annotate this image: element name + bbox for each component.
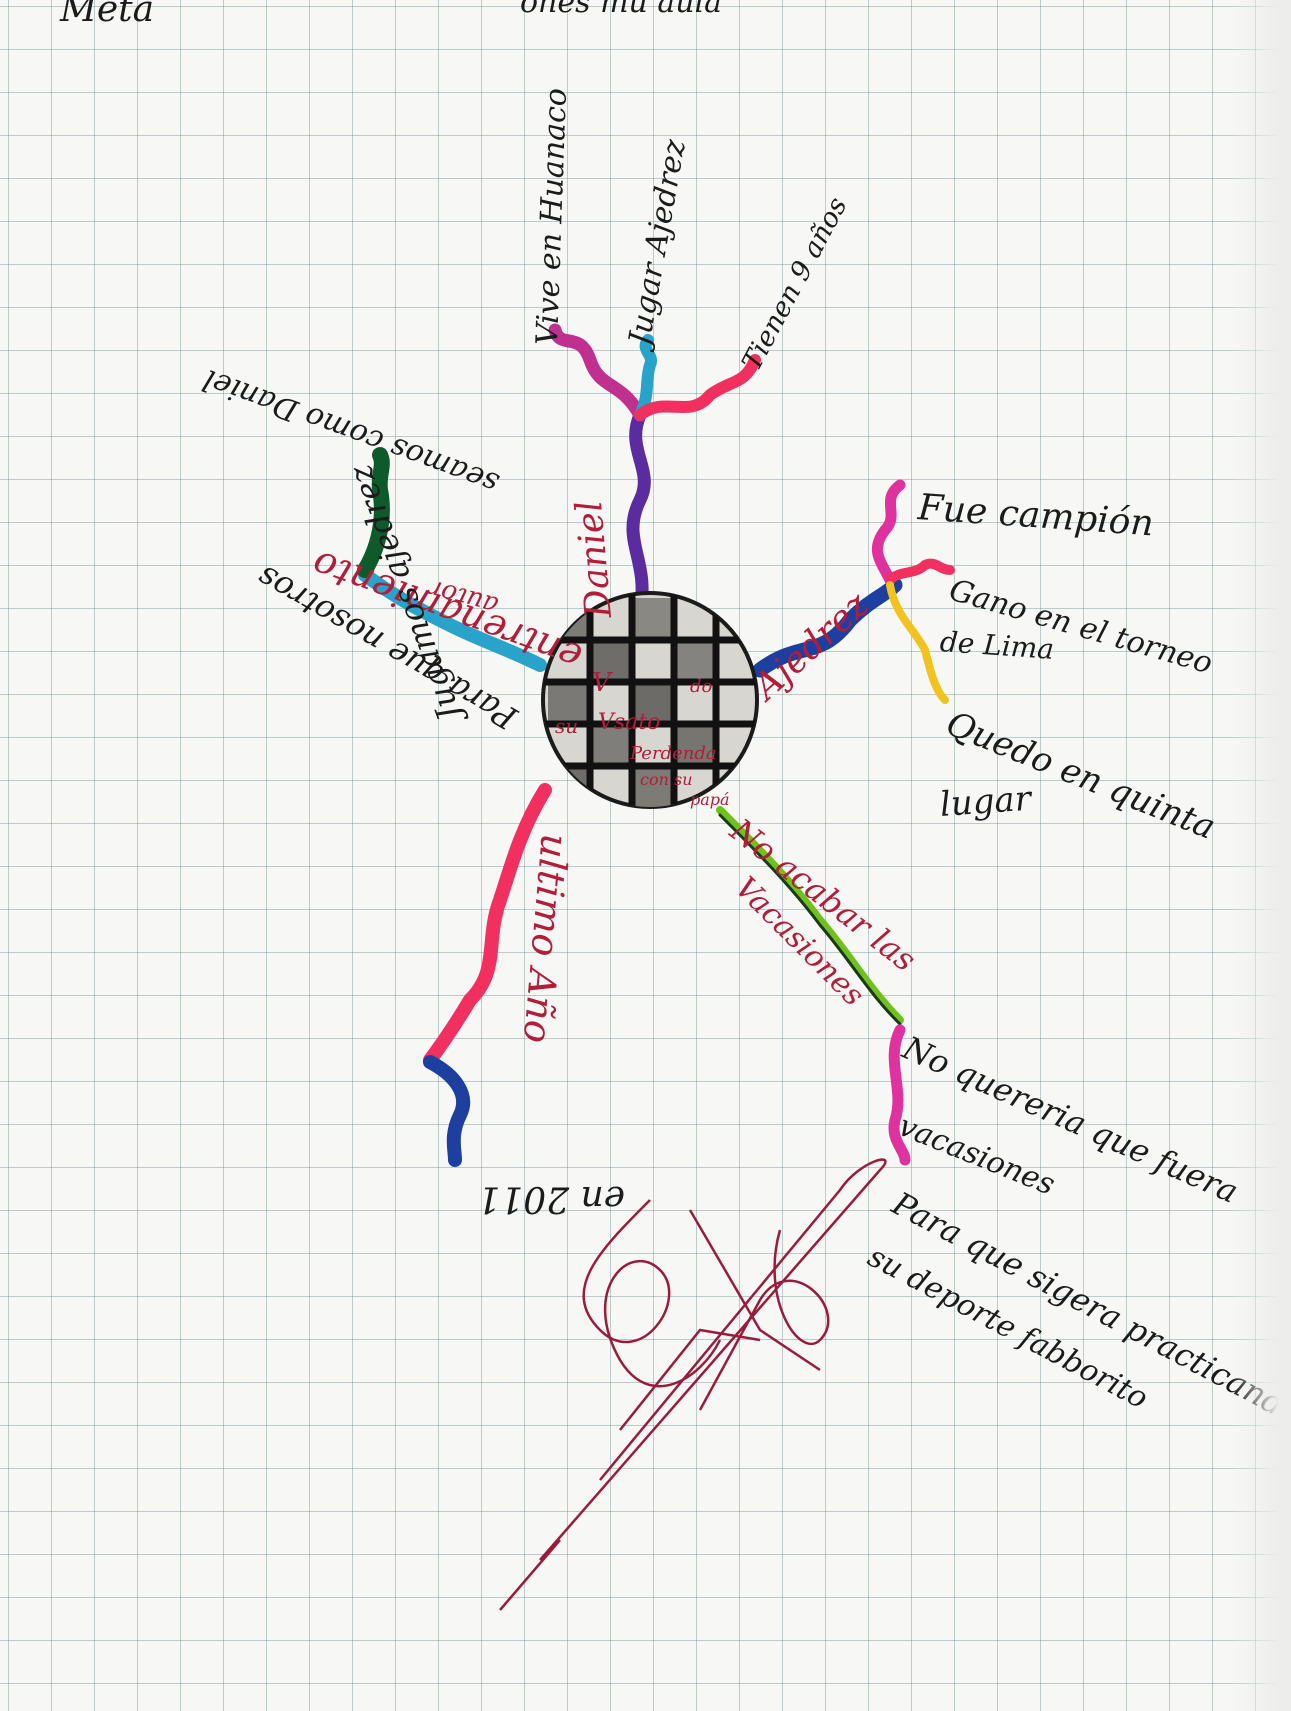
signature-icon (500, 1160, 885, 1610)
center-text-3: su (555, 716, 578, 736)
branch-tienen (640, 360, 755, 415)
center-text-4: Vsato (598, 712, 660, 734)
ajedrez-item-lugar: lugar (939, 782, 1032, 822)
top-edge-text-left: Meta (60, 0, 154, 28)
ultimo-item-2011: en 2011 (477, 1180, 625, 1216)
ajedrez-item-delima: de Lima (939, 628, 1055, 664)
daniel-item-vive: Vive en Huanaco (533, 88, 572, 346)
branch-2011 (430, 1062, 463, 1160)
center-text-6: con su (640, 772, 693, 788)
branch-label-daniel: Daniel (572, 499, 618, 620)
branch-quedo (890, 585, 945, 700)
top-edge-text-right: ones mu aula (520, 0, 722, 18)
center-text-1: V (592, 670, 611, 696)
center-text-7: papá (690, 792, 730, 808)
center-text-2: do (690, 678, 712, 696)
branch-daniel (633, 415, 644, 610)
center-text-5: Perdenda (630, 745, 717, 763)
branch-fue (877, 485, 900, 580)
branch-gano (890, 564, 950, 580)
